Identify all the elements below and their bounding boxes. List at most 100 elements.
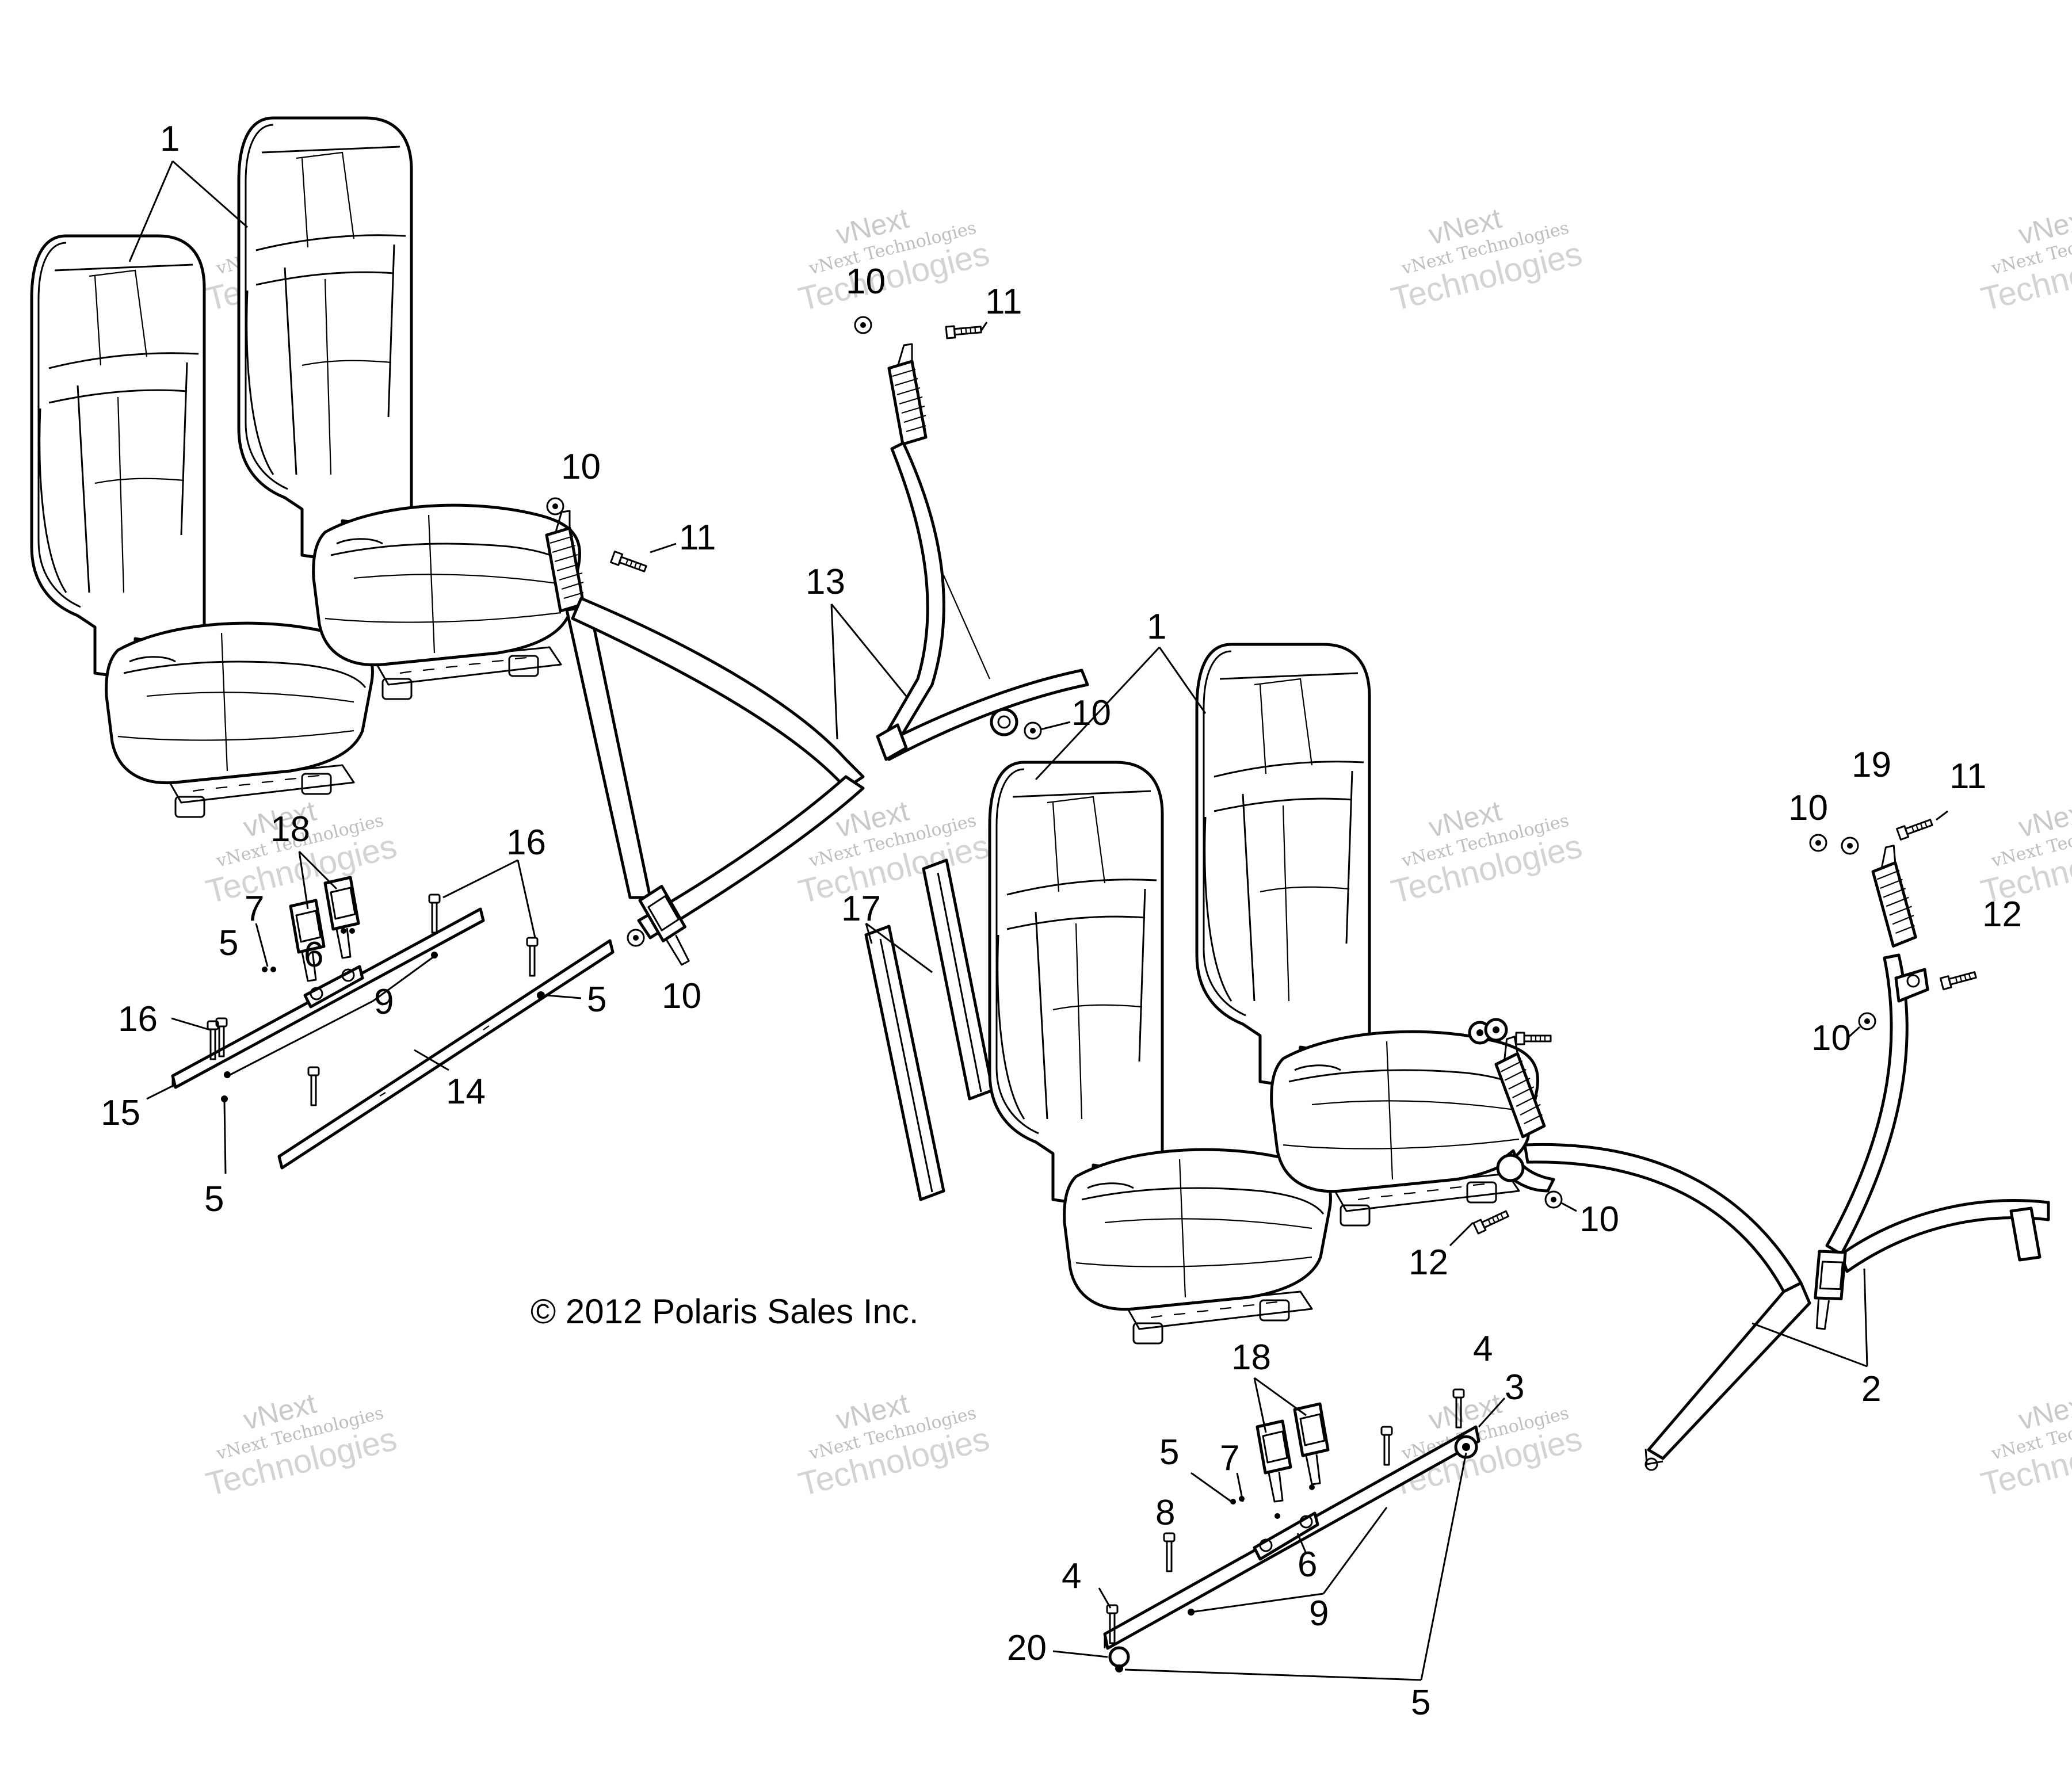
seat-rear-left (239, 118, 579, 699)
nut-10 (1809, 834, 1827, 852)
bracket-6-right (1253, 1511, 1319, 1561)
watermark: vNext vNext Technologies Technologies (1388, 795, 1586, 911)
callout-10-c: 10 (1040, 693, 1111, 733)
nut-5 (221, 1095, 228, 1102)
svg-text:1: 1 (1147, 607, 1166, 647)
callout-5-c: 5 (204, 1101, 227, 1219)
bolt-11 (610, 551, 648, 575)
svg-text:6: 6 (1298, 1545, 1317, 1584)
washer-20 (1108, 1646, 1130, 1668)
svg-text:13: 13 (806, 562, 845, 602)
svg-text:2: 2 (1861, 1369, 1881, 1409)
svg-text:16: 16 (506, 823, 546, 862)
callout-12-a: 12 (1982, 895, 2022, 934)
callout-5-e: 5 (1124, 1452, 1467, 1723)
callout-10-f: 10 (1811, 1018, 1861, 1058)
svg-text:20: 20 (1007, 1628, 1047, 1668)
callout-1-left: 1 (128, 119, 248, 262)
svg-text:10: 10 (1071, 693, 1111, 733)
svg-text:5: 5 (204, 1179, 224, 1219)
seat-belt-2 (1492, 845, 2050, 1471)
watermark: vNext vNext Technologies Technologies (1388, 1387, 1586, 1503)
buckle-18 (1295, 1404, 1328, 1484)
svg-text:18: 18 (270, 809, 310, 849)
svg-text:17: 17 (841, 889, 881, 929)
bolt-11 (1896, 816, 1934, 841)
callout-4-left: 4 (1062, 1556, 1112, 1609)
bolt (1380, 1426, 1393, 1466)
callout-5-d: 5 (1159, 1433, 1232, 1503)
callout-20: 20 (1007, 1628, 1108, 1668)
nut-5 (262, 967, 268, 972)
nut-5 (1309, 1484, 1315, 1490)
callout-7-left: 7 (245, 889, 269, 967)
callout-7-right: 7 (1220, 1438, 1244, 1502)
nut-5 (270, 967, 276, 972)
callout-11-c: 11 (1936, 757, 1986, 821)
retractor (1871, 845, 1916, 948)
bolt-8 (1163, 1532, 1176, 1572)
washer-pair (1468, 1018, 1508, 1045)
svg-text:10: 10 (1811, 1018, 1851, 1058)
svg-text:4: 4 (1062, 1556, 1081, 1596)
seat-belt-buckle-pair-left (291, 877, 358, 981)
callout-6-right: 6 (1296, 1533, 1317, 1584)
pad-17 (864, 858, 994, 1201)
nut-9 (224, 1071, 231, 1078)
bolt-12 (1472, 1208, 1511, 1235)
callout-8: 8 (1155, 1493, 1175, 1533)
nut-5 (537, 991, 545, 999)
callout-6-left: 6 (304, 935, 323, 975)
nut-5 (1275, 1513, 1280, 1519)
svg-text:6: 6 (304, 935, 323, 975)
bolt (1515, 1032, 1552, 1045)
svg-text:8: 8 (1155, 1493, 1175, 1533)
callout-15: 15 (101, 1083, 176, 1133)
callout-17: 17 (841, 889, 933, 973)
callout-4-top: 4 (1473, 1329, 1493, 1369)
nut-10 (1544, 1190, 1563, 1209)
svg-text:10: 10 (561, 447, 601, 487)
svg-text:10: 10 (1579, 1200, 1619, 1239)
callout-19: 19 (1852, 745, 1891, 785)
callout-14: 14 (414, 1049, 486, 1112)
svg-text:12: 12 (1409, 1243, 1448, 1282)
callout-10-g: 10 (1560, 1200, 1619, 1239)
svg-text:7: 7 (245, 889, 264, 929)
svg-text:11: 11 (679, 518, 716, 557)
callout-16-a: 16 (442, 823, 546, 938)
callout-10-a: 10 (846, 262, 886, 301)
watermark: vNext vNext Technologies Technologies (203, 1387, 400, 1503)
callout-2: 2 (1752, 1268, 1881, 1409)
svg-text:12: 12 (1982, 895, 2022, 934)
bolt-16 (428, 893, 441, 934)
buckle-18 (325, 877, 358, 958)
nut-5 (1230, 1499, 1236, 1504)
svg-text:11: 11 (985, 282, 1022, 322)
svg-text:16: 16 (118, 999, 158, 1039)
bolt-11 (945, 323, 983, 339)
watermark: vNext vNext Technologies Technologies (795, 202, 993, 318)
callout-10-b: 10 (561, 447, 601, 487)
bolt-12 (1939, 968, 1978, 991)
svg-text:3: 3 (1505, 1368, 1524, 1407)
callout-9-left: 9 (230, 955, 435, 1076)
callout-11-a: 11 (980, 282, 1022, 331)
callout-9-right: 9 (1190, 1507, 1388, 1633)
svg-text:5: 5 (1159, 1433, 1179, 1472)
watermark: vNext vNext Technologies Technologies (1388, 202, 1586, 318)
callout-3: 3 (1478, 1368, 1524, 1428)
svg-text:11: 11 (1949, 757, 1986, 796)
svg-text:4: 4 (1473, 1329, 1493, 1369)
nut-10 (1858, 1012, 1876, 1030)
seat-rear-right (1197, 644, 1537, 1225)
copyright-notice: © 2012 Polaris Sales Inc. (531, 1292, 919, 1331)
callout-12-b: 12 (1409, 1221, 1474, 1282)
svg-text:9: 9 (374, 982, 394, 1022)
watermark: vNext vNext Technologies Technologies (1978, 202, 2072, 318)
svg-text:7: 7 (1220, 1438, 1239, 1478)
callout-11-b: 11 (650, 518, 716, 557)
callout-13: 13 (806, 562, 907, 740)
nut-10 (854, 316, 872, 334)
callout-label: 1 (160, 119, 180, 159)
